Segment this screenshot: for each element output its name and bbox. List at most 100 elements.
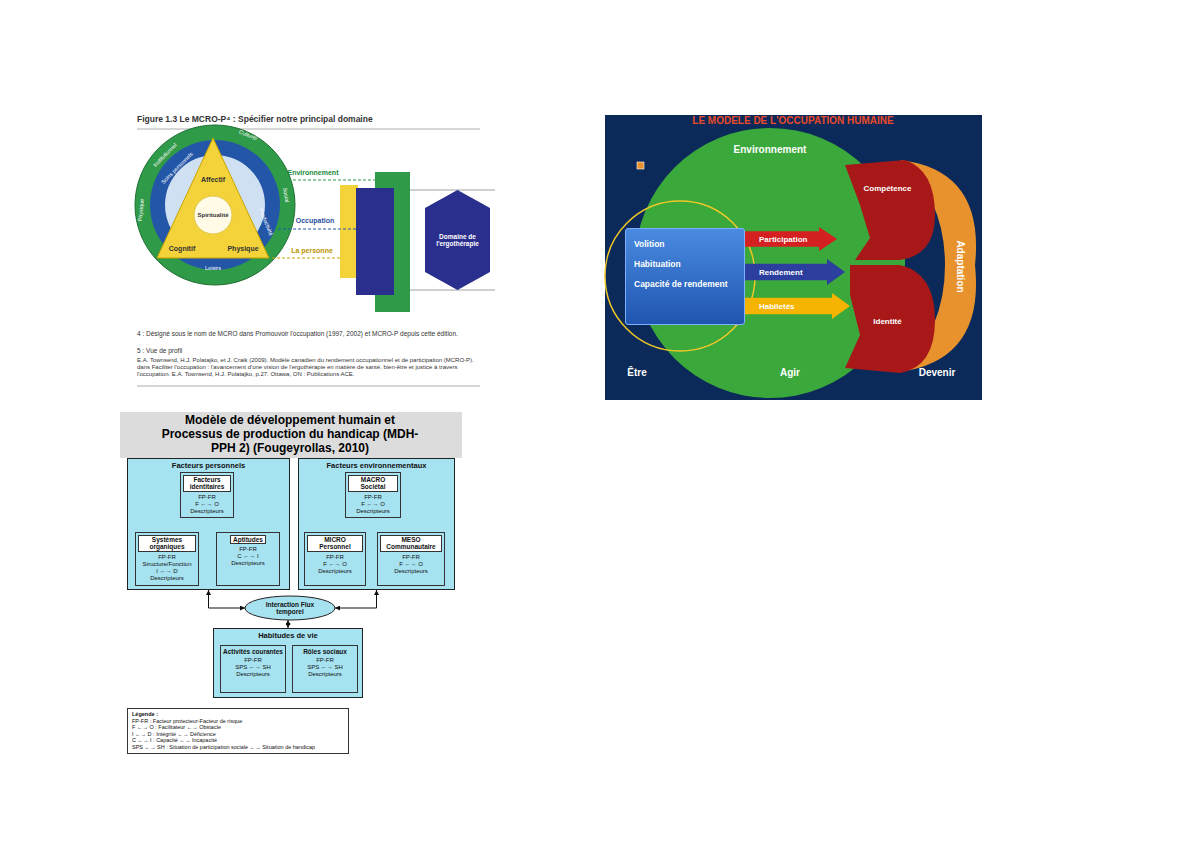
- triangle-label: Physique: [227, 245, 258, 253]
- factor-group: Facteurs environnementauxMACRO SociétalF…: [298, 458, 455, 590]
- footnote: 5 : Vue de profil: [137, 347, 482, 354]
- life-habit-box: Activités courantesFP-FRSPS ←→ SHDescrip…: [220, 645, 286, 693]
- connector: [209, 590, 246, 608]
- ring-label: Soins personnels: [160, 151, 194, 185]
- footnote: 4 : Désigné sous le nom de MCRO dans Pro…: [137, 330, 482, 337]
- domain-hexagon: Domaine de l'ergothérapie: [425, 190, 490, 290]
- node-heading: Facteurs personnels: [130, 461, 287, 470]
- panel-ground: [605, 115, 982, 400]
- ring-label: Productivité: [258, 207, 275, 236]
- factor-box: Systèmes organiquesFP-FRStructure/Foncti…: [135, 532, 199, 586]
- layer-label: Environnement: [288, 169, 339, 177]
- ring-label: Culturel: [238, 129, 258, 142]
- ring-label: Social: [282, 187, 291, 203]
- outcome-shape: Compétence: [840, 160, 935, 260]
- node-text: C ←→ I : Capacité ←→ Incapacité: [132, 737, 344, 744]
- factor-box: Facteurs identitairesFP-FRF ←→ ODescript…: [180, 472, 234, 518]
- triangle-label: Spiritualité: [197, 212, 228, 219]
- node-heading: MACRO Sociétal: [348, 475, 398, 492]
- node-text: SPS ←→ SH: [295, 664, 355, 671]
- flow-arrow: Rendement: [745, 259, 845, 285]
- occupation-profile: [356, 188, 394, 295]
- node-text: FP-FR: [183, 494, 231, 501]
- node-heading: Interaction Flux temporel: [261, 601, 319, 615]
- triangle-label: Affectif: [201, 176, 225, 184]
- node-heading: Identité: [840, 317, 935, 326]
- node-text: SPS ←→ SH : Situation de participation s…: [132, 744, 344, 751]
- node-heading: Volition: [634, 239, 736, 249]
- node-heading: Rôles sociaux: [295, 648, 355, 655]
- node-text: F ←→ O: [183, 501, 231, 508]
- node-text: FP-FR: [295, 657, 355, 664]
- triangle-label: Cognitif: [169, 245, 195, 253]
- node-text: Structure/Fonction: [138, 561, 196, 568]
- node-heading: Environnement: [635, 144, 905, 155]
- layer-label: La personne: [291, 247, 333, 255]
- stage-label: Devenir: [919, 367, 956, 379]
- shape-path: [745, 227, 837, 251]
- node-text: Descripteurs: [307, 568, 363, 575]
- layer-label: Occupation: [296, 217, 335, 225]
- node-heading: MESO Communautaire: [380, 535, 442, 552]
- flow-arrow: Habiletés: [745, 293, 850, 319]
- shape-path: [745, 259, 845, 285]
- outcome-shape: Identité: [840, 265, 935, 373]
- node-text: Descripteurs: [295, 671, 355, 678]
- node-heading: Habitudes de vie: [216, 631, 360, 640]
- life-habits-group: Habitudes de vieActivités courantesFP-FR…: [213, 628, 363, 698]
- node-heading: Rendement: [759, 268, 803, 277]
- diagram-title: Modèle de développement humain et Proces…: [159, 414, 421, 455]
- node-text: Descripteurs: [219, 560, 277, 567]
- ring-label: Physique: [137, 198, 145, 221]
- node-text: Habituation: [634, 259, 736, 269]
- node-text: FP-FR: [138, 554, 196, 561]
- node-heading: Facteurs identitaires: [183, 475, 231, 492]
- life-habit-box: Rôles sociauxFP-FRSPS ←→ SHDescripteurs: [292, 645, 358, 693]
- leader-line: [278, 229, 356, 230]
- factor-group: Facteurs personnelsFacteurs identitaires…: [127, 458, 290, 590]
- stage-label: Être: [627, 367, 646, 379]
- node-text: Descripteurs: [183, 508, 231, 515]
- ring-label: Institutionnel: [152, 142, 178, 168]
- bullet-square: [637, 162, 644, 169]
- node-heading: Habiletés: [759, 302, 795, 311]
- node-heading: Activités courantes: [223, 648, 283, 655]
- node-text: FP-FR: [219, 546, 277, 553]
- node-heading: Facteurs environnementaux: [301, 461, 452, 470]
- node-text: F ←→ O: [307, 561, 363, 568]
- outcome-shape-outline: [840, 160, 935, 260]
- node-text: F ←→ O : Facilitateur ←→ Obstacle: [132, 724, 344, 731]
- factor-box: AptitudesFP-FRC ←→ IDescripteurs: [216, 532, 280, 586]
- node-text: I ←→ D: [138, 568, 196, 575]
- node-heading: Compétence: [840, 184, 935, 193]
- factor-box: MICRO PersonnelFP-FRF ←→ ODescripteurs: [304, 532, 366, 586]
- node-heading: Participation: [759, 235, 807, 244]
- shape-path: [845, 160, 935, 260]
- shape-path: [605, 201, 755, 351]
- shape-path: [245, 596, 335, 620]
- connector: [335, 590, 377, 608]
- node-text: FP-FR: [348, 494, 398, 501]
- figure-title: Figure 1.3 Le MCRO-P⁴ : Spécifier notre …: [137, 115, 482, 125]
- node-text: FP-FR: [223, 657, 283, 664]
- node-text: Descripteurs: [223, 671, 283, 678]
- person-triangle: [157, 138, 269, 258]
- factor-box: MESO CommunautaireFP-FRF ←→ ODescripteur…: [377, 532, 445, 586]
- shape-path: [745, 293, 850, 319]
- node-text: I ←→ D : Intégrité ←→ Déficience: [132, 731, 344, 738]
- leader-line: [293, 180, 375, 181]
- leader-line: [272, 258, 340, 259]
- node-text: FP-FR: [380, 554, 442, 561]
- shape-path: [425, 190, 490, 290]
- flow-arrow: Participation: [745, 227, 837, 251]
- title-bar: [120, 412, 462, 458]
- node-heading: MICRO Personnel: [307, 535, 363, 552]
- node-text: Descripteurs: [348, 508, 398, 515]
- ring-label: Loisirs: [205, 265, 221, 271]
- environment-ring: [135, 125, 295, 285]
- node-text: FP-FR : Facteur protecteur-Facteur de ri…: [132, 718, 344, 725]
- person-box: VolitionHabituationCapacité de rendement: [625, 228, 745, 325]
- node-text: Capacité de rendement: [634, 279, 736, 289]
